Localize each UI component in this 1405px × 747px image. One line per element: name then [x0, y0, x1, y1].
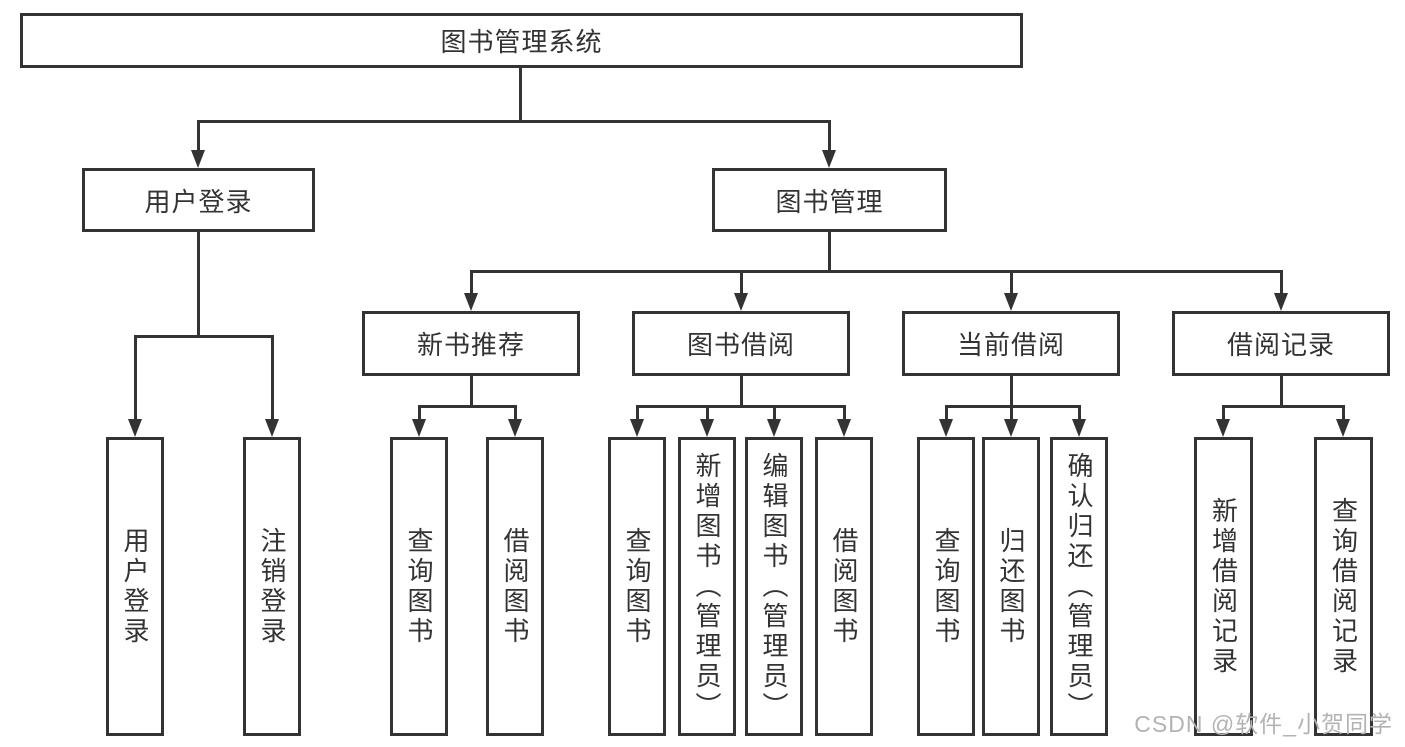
leaf-edit-book-admin-label: 编辑图书（管理员） [759, 451, 789, 722]
leaf-confirm-return-admin: 确认归还（管理员） [1050, 437, 1108, 736]
arrow-down-icon [464, 293, 478, 311]
arrow-down-icon [191, 150, 205, 168]
leaf-query-books-recommend: 查询图书 [390, 437, 448, 736]
arrow-down-icon [128, 419, 142, 437]
leaf-borrow-books: 借阅图书 [815, 437, 873, 736]
arrow-down-icon [412, 419, 426, 437]
connector-line [944, 405, 948, 421]
node-book-management-label: 图书管理 [775, 186, 884, 217]
connector-line [133, 335, 137, 421]
node-borrowing-records-label: 借阅记录 [1226, 330, 1335, 360]
leaf-query-borrow-record-label: 查询借阅记录 [1328, 496, 1359, 677]
connector-line [1341, 405, 1345, 421]
leaf-query-books-borrow: 查询图书 [608, 437, 666, 736]
leaf-return-books-label: 归还图书 [996, 526, 1026, 647]
connector-line [469, 376, 473, 405]
connector-line [1009, 405, 1013, 421]
connector-line [196, 232, 200, 335]
watermark: CSDN @软件_小贺同学 [1134, 711, 1393, 737]
connector-line [739, 376, 743, 405]
arrow-down-icon [1072, 419, 1086, 437]
node-borrowing-records: 借阅记录 [1172, 311, 1390, 376]
connector-line [133, 335, 274, 338]
connector-line [944, 405, 1081, 408]
arrow-down-icon [1274, 293, 1288, 311]
leaf-borrow-books-recommend: 借阅图书 [486, 437, 544, 736]
arrow-down-icon [822, 150, 836, 168]
arrow-down-icon [767, 419, 781, 437]
arrow-down-icon [837, 419, 851, 437]
connector-line [705, 405, 709, 421]
arrow-down-icon [265, 419, 279, 437]
connector-line [635, 405, 639, 421]
node-root: 图书管理系统 [20, 13, 1023, 68]
leaf-borrow-books-label: 借阅图书 [829, 526, 859, 647]
leaf-user-login: 用户登录 [106, 437, 164, 736]
arrow-down-icon [939, 419, 953, 437]
connector-line [1279, 376, 1283, 405]
connector-line [417, 405, 421, 421]
leaf-logout: 注销登录 [243, 437, 301, 736]
leaf-query-books-recommend-label: 查询图书 [404, 526, 434, 647]
leaf-query-books-current-label: 查询图书 [931, 526, 961, 647]
leaf-borrow-books-recommend-label: 借阅图书 [500, 526, 530, 647]
leaf-confirm-return-admin-label: 确认归还（管理员） [1064, 451, 1094, 722]
connector-line [1009, 376, 1013, 405]
connector-line [513, 405, 517, 421]
connector-line [827, 120, 831, 153]
node-book-borrowing-label: 图书借阅 [686, 330, 795, 360]
connector-line [469, 270, 473, 296]
connector-line [739, 270, 743, 296]
connector-line [1221, 405, 1345, 408]
leaf-return-books: 归还图书 [982, 437, 1040, 736]
connector-line [270, 335, 274, 421]
connector-line [635, 405, 846, 408]
leaf-query-books-borrow-label: 查询图书 [622, 526, 652, 647]
node-new-book-recommendation-label: 新书推荐 [416, 330, 525, 360]
connector-line [1279, 270, 1283, 296]
leaf-query-books-current: 查询图书 [917, 437, 975, 736]
leaf-edit-book-admin: 编辑图书（管理员） [745, 437, 803, 736]
connector-line [1221, 405, 1225, 421]
connector-line [842, 405, 846, 421]
leaf-add-book-admin-label: 新增图书（管理员） [692, 451, 722, 722]
node-current-borrowing: 当前借阅 [902, 311, 1120, 376]
node-user-login-label: 用户登录 [144, 186, 253, 217]
leaf-add-borrow-record: 新增借阅记录 [1194, 437, 1253, 736]
connector-line [196, 120, 831, 123]
connector-line [417, 405, 517, 408]
arrow-down-icon [734, 293, 748, 311]
leaf-add-book-admin: 新增图书（管理员） [678, 437, 736, 736]
leaf-add-borrow-record-label: 新增借阅记录 [1208, 496, 1239, 677]
leaf-logout-label: 注销登录 [257, 526, 287, 647]
node-book-borrowing: 图书借阅 [632, 311, 850, 376]
node-book-management: 图书管理 [712, 168, 947, 232]
connector-line [1009, 270, 1013, 296]
arrow-down-icon [1336, 419, 1350, 437]
leaf-query-borrow-record: 查询借阅记录 [1314, 437, 1373, 736]
node-current-borrowing-label: 当前借阅 [956, 330, 1065, 360]
connector-line [1077, 405, 1081, 421]
arrow-down-icon [1004, 293, 1018, 311]
connector-line [827, 232, 831, 270]
arrow-down-icon [508, 419, 522, 437]
connector-line [196, 120, 200, 153]
leaf-user-login-label: 用户登录 [120, 526, 150, 647]
arrow-down-icon [630, 419, 644, 437]
node-user-login: 用户登录 [82, 168, 315, 232]
connector-line [772, 405, 776, 421]
node-root-label: 图书管理系统 [440, 27, 603, 57]
connector-line [518, 68, 522, 120]
node-new-book-recommendation: 新书推荐 [362, 311, 580, 376]
arrow-down-icon [1004, 419, 1018, 437]
arrow-down-icon [1216, 419, 1230, 437]
arrow-down-icon [700, 419, 714, 437]
connector-line [469, 270, 1283, 273]
